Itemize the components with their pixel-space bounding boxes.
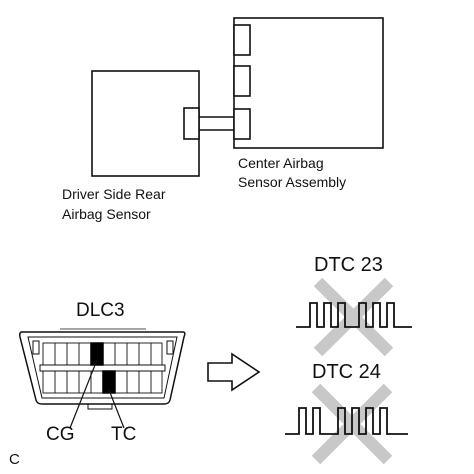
tc-terminal <box>102 370 116 394</box>
center-connector-1 <box>233 24 251 56</box>
tc-label: TC <box>111 424 137 445</box>
dlc3-right-lug <box>166 340 174 355</box>
dlc3-bottom-latch <box>87 403 113 410</box>
dlc3-top-ridge <box>58 328 148 333</box>
cg-label: CG <box>46 424 75 445</box>
driver-sensor-label-line1: Driver Side Rear <box>62 186 166 202</box>
dtc23-signal <box>296 277 412 357</box>
dtc24-signal <box>285 383 408 465</box>
harness-connection <box>199 116 234 131</box>
driver-side-rear-airbag-sensor <box>91 70 200 177</box>
center-connector-2 <box>233 65 251 97</box>
dtc24-waveform <box>285 407 408 435</box>
cg-terminal <box>90 342 104 366</box>
center-airbag-sensor-assembly <box>233 17 384 149</box>
center-airbag-label-line2: Sensor Assembly <box>238 174 347 190</box>
center-connector-3 <box>233 108 251 140</box>
driver-sensor-label-line2: Airbag Sensor <box>62 206 151 222</box>
x-cross-icon <box>313 277 394 357</box>
hollow-right-arrow-icon <box>207 352 261 392</box>
dtc24-label: DTC 24 <box>312 361 381 383</box>
dtc23-label: DTC 23 <box>314 254 383 276</box>
dlc3-left-lug <box>32 340 40 355</box>
dtc23-waveform <box>296 302 412 328</box>
driver-sensor-connector <box>183 107 200 140</box>
corner-mark: C <box>9 451 20 468</box>
dlc3-connector <box>19 328 186 410</box>
dlc3-label: DLC3 <box>76 300 125 321</box>
center-airbag-label-line1: Center Airbag <box>238 155 324 171</box>
terminal-leader-lines <box>69 359 125 429</box>
